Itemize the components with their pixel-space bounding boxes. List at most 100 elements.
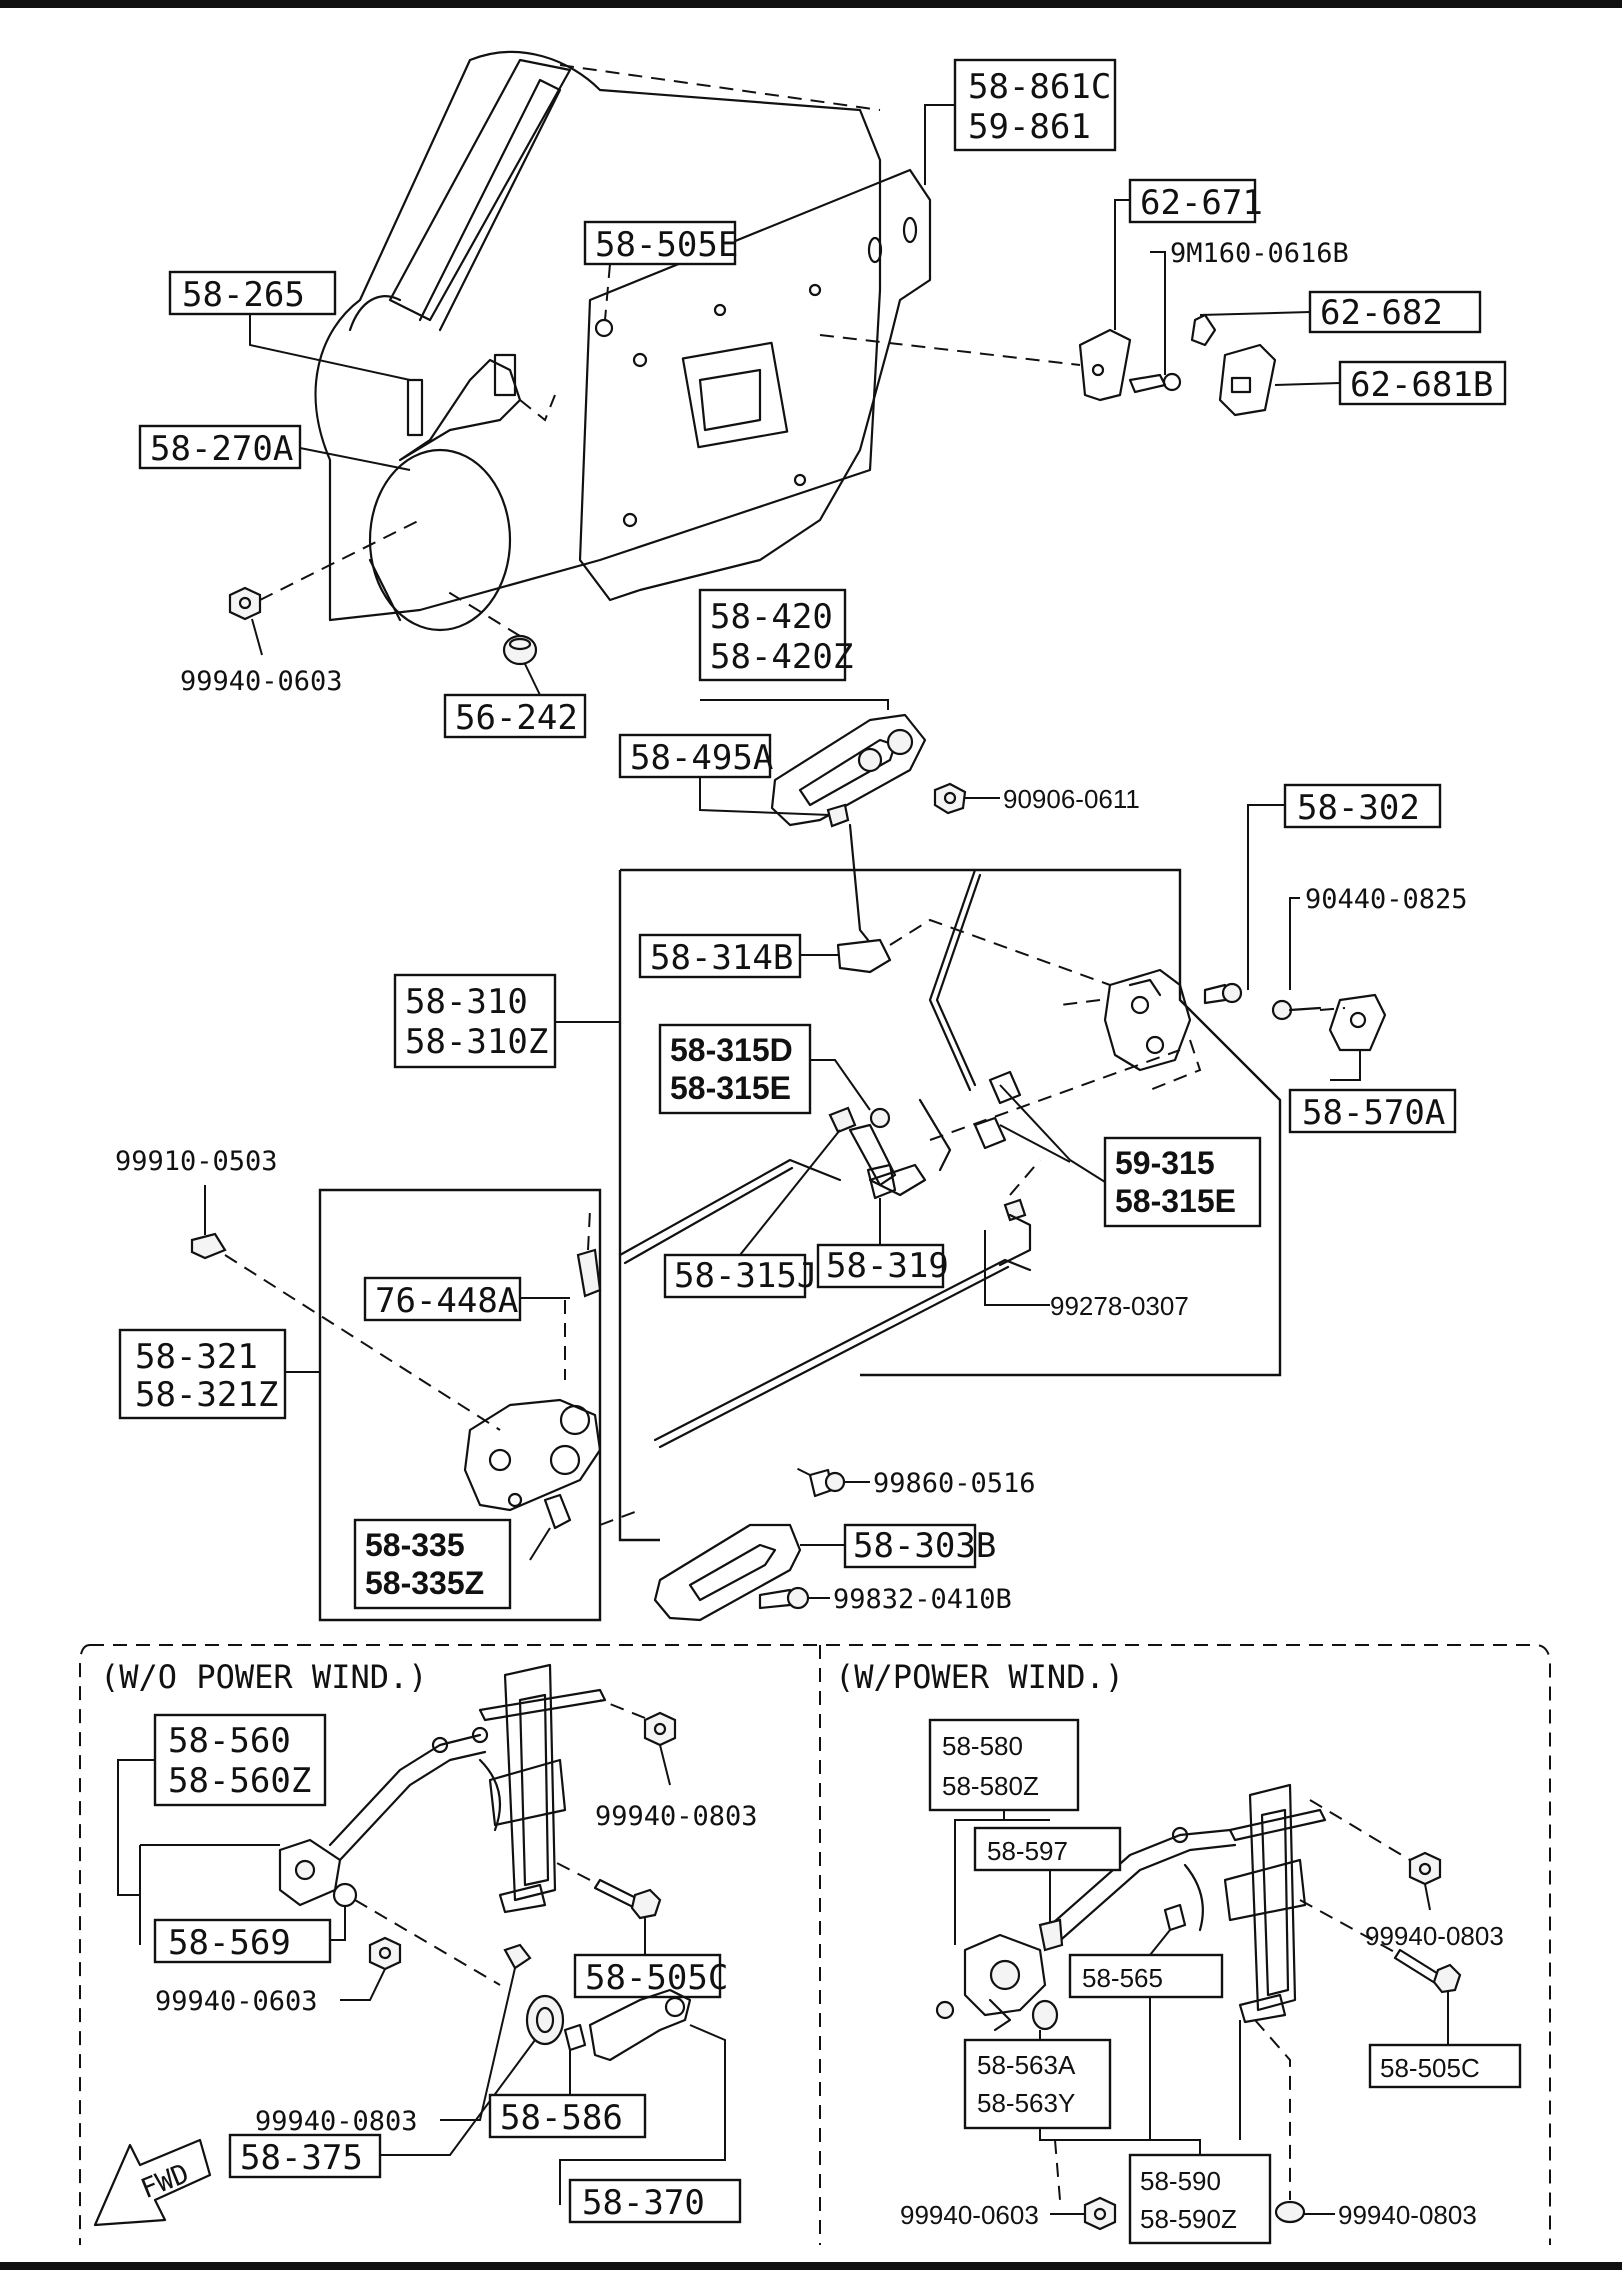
label-58-505c-a-text: 58-505C: [585, 1958, 728, 1998]
label-58-375: 58-375: [228, 1994, 565, 2179]
bottom-border: [0, 2262, 1622, 2270]
label-99940-0803-b: 99940-0803: [255, 1943, 532, 2137]
bottom-section-frame: [79, 1644, 1551, 2245]
label-58-270a: 58-270A: [138, 353, 556, 471]
label-58-420-text: 58-420: [710, 597, 833, 637]
label-58-597: 58-597: [973, 1826, 1122, 1952]
label-58-570a: 58-570A: [1288, 1088, 1457, 1134]
label-58-314b-text: 58-314B: [650, 938, 793, 978]
label-58-315e-text: 58-315E: [670, 1070, 791, 1106]
label-99940-0803-d: 99940-0803: [1254, 2019, 1477, 2230]
label-58-315e-b-text: 58-315E: [1115, 1183, 1236, 1219]
label-58-586: 58-586: [488, 1988, 692, 2139]
label-58-565: 58-565: [1068, 1903, 1224, 1999]
label-58-265: 58-265: [168, 270, 424, 437]
label-58-420z-text: 58-420Z: [710, 637, 853, 677]
label-56-242-text: 56-242: [455, 698, 578, 738]
label-58-560z-text: 58-560Z: [168, 1761, 311, 1801]
label-58-370-text: 58-370: [582, 2183, 705, 2223]
label-99940-0603-c: 99940-0603: [900, 2139, 1117, 2231]
label-99940-0803-c-text: 99940-0803: [1365, 1921, 1504, 1951]
label-58-314b: 58-314B: [638, 918, 1111, 986]
power-regulator: [935, 1783, 1327, 2032]
inner-panel: [578, 168, 932, 602]
label-58-495a-text: 58-495A: [630, 738, 773, 778]
hinge-assembly: 62-671 9M160-0616B 62-682 62-681B: [819, 178, 1507, 417]
label-99832-text: 99832-0410B: [833, 1584, 1012, 1615]
label-76-448a-text: 76-448A: [375, 1281, 518, 1321]
label-99940-0803-c: 99940-0803: [1309, 1799, 1504, 1951]
label-58-370: 58-370: [559, 2024, 742, 2224]
label-58-580: 58-580 58-580Z: [928, 1718, 1080, 1945]
label-99278: 99278-0307: [984, 1159, 1189, 1321]
label-58-315j: 58-315J: [663, 1106, 857, 1299]
label-99940-0803-d-text: 99940-0803: [1338, 2200, 1477, 2230]
label-58-335-text: 58-335: [365, 1527, 465, 1563]
label-59-315-text: 59-315: [1115, 1145, 1215, 1181]
label-58-563a: 58-563A 58-563Y: [963, 2030, 1201, 2155]
label-58-570a-text: 58-570A: [1302, 1093, 1445, 1133]
label-99940-0603-a-text: 99940-0603: [180, 666, 343, 697]
manual-regulator: [278, 1663, 607, 1914]
label-99940-0803-a-text: 99940-0803: [595, 1801, 758, 1832]
label-58-586-text: 58-586: [500, 2098, 623, 2138]
label-58-335z-text: 58-335Z: [365, 1565, 484, 1601]
label-58-375-text: 58-375: [240, 2138, 363, 2178]
outer-handle: 58-420 58-420Z 58-495A 90906-0611: [618, 588, 1140, 942]
label-58-861c: 58-861C 59-861: [924, 58, 1117, 185]
label-99940-0803-b-text: 99940-0803: [255, 2106, 418, 2137]
label-58-560-text: 58-560: [168, 1721, 291, 1761]
label-58-580z-text: 58-580Z: [942, 1771, 1039, 1801]
fwd-label: FWD: [137, 2158, 194, 2205]
heading-w-power-window: (W/POWER WIND.): [835, 1658, 1124, 1696]
label-99940-0603-a: 99940-0603: [180, 519, 421, 697]
label-58-505c-b-text: 58-505C: [1380, 2053, 1480, 2083]
label-58-505e: 58-505E: [583, 220, 738, 338]
heading-wo-power-window: (W/O POWER WIND.): [100, 1658, 428, 1696]
label-58-310: 58-310 58-310Z: [393, 973, 620, 1069]
label-58-597-text: 58-597: [987, 1836, 1068, 1866]
label-58-590: 58-590 58-590Z: [1128, 1997, 1272, 2245]
label-99940-0603-b: 99940-0603: [155, 1936, 402, 2017]
label-58-303b-text: 58-303B: [853, 1526, 996, 1566]
label-58-315d: 58-315D 58-315E: [658, 1023, 891, 1129]
label-99940-0803-a: 99940-0803: [595, 1699, 758, 1832]
label-58-310-text: 58-310: [405, 982, 528, 1022]
label-58-321: 58-321 58-321Z: [118, 1188, 602, 1622]
label-58-319: 58-319: [816, 1163, 949, 1289]
fwd-arrow-icon: FWD: [93, 2138, 212, 2227]
label-58-560: 58-560 58-560Z: [117, 1713, 327, 1945]
label-58-321z-text: 58-321Z: [135, 1375, 278, 1415]
latch-body: [1059, 968, 1202, 1091]
label-62-671-text: 62-671: [1140, 183, 1263, 223]
label-99910: 99910-0503: [115, 1146, 501, 1431]
label-58-315d-text: 58-315D: [670, 1032, 793, 1068]
label-99832: 99832-0410B: [758, 1584, 1012, 1615]
lock-actuator: [463, 1398, 602, 1512]
label-99278-text: 99278-0307: [1050, 1291, 1189, 1321]
label-59-861-text: 59-861: [968, 107, 1091, 147]
top-border: [0, 0, 1622, 8]
lever-pieces: [848, 1049, 1181, 1197]
label-90440: 90440-0825: [1271, 884, 1468, 1081]
latch-frame: [618, 868, 1282, 1542]
label-58-335: 58-335 58-335Z: [353, 1493, 641, 1610]
label-58-315j-text: 58-315J: [674, 1256, 817, 1296]
label-58-563a-text: 58-563A: [977, 2050, 1076, 2080]
label-58-505c-a: 58-505C: [554, 1861, 728, 1999]
label-58-590-text: 58-590: [1140, 2166, 1221, 2196]
label-58-310z-text: 58-310Z: [405, 1022, 548, 1062]
label-58-580-text: 58-580: [942, 1731, 1023, 1761]
label-58-565-text: 58-565: [1082, 1963, 1163, 1993]
label-58-861c-text: 58-861C: [968, 67, 1111, 107]
label-58-302: 58-302: [1203, 783, 1442, 1005]
label-99940-0603-b-text: 99940-0603: [155, 1986, 318, 2017]
label-9m160-text: 9M160-0616B: [1170, 238, 1349, 269]
label-58-303b: 58-303B: [653, 1523, 996, 1622]
label-58-590z-text: 58-590Z: [1140, 2204, 1237, 2234]
label-58-265-text: 58-265: [182, 275, 305, 315]
label-58-319-text: 58-319: [826, 1246, 949, 1286]
label-90440-text: 90440-0825: [1305, 884, 1468, 915]
label-59-315: 59-315 58-315E: [999, 1084, 1262, 1228]
